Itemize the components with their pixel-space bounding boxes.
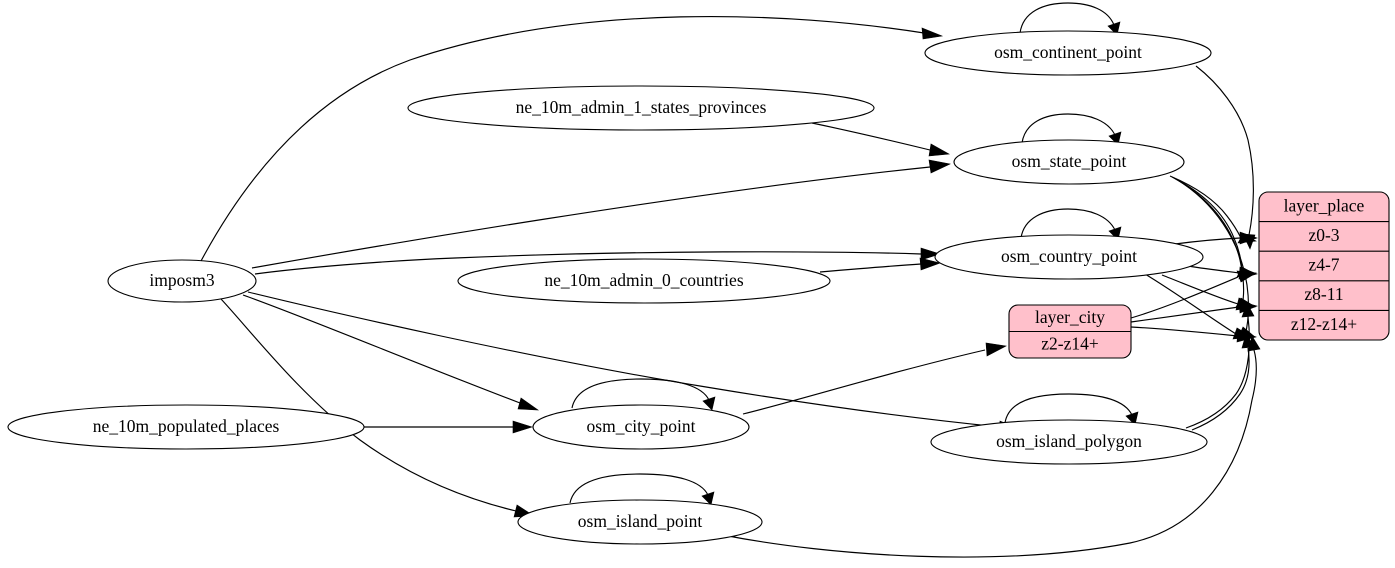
layer_place-row-z12[interactable]: z12-z14+ (1291, 314, 1357, 334)
arrowhead (512, 420, 533, 434)
self-loop-osm_continent_point (1019, 2, 1115, 34)
node-shape (953, 139, 1185, 185)
layer_place-row-z0[interactable]: z0-3 (1308, 225, 1339, 245)
arrowhead (1125, 411, 1139, 426)
node-osm_country_point[interactable]: osm_country_point (934, 234, 1204, 280)
layer_place-row-z4[interactable]: z4-7 (1308, 255, 1339, 275)
edge-osm_country_point-to-layer_place-z4 (1187, 265, 1241, 274)
node-shape (7, 404, 365, 450)
arrowhead (919, 257, 942, 271)
node-label: osm_city_point (587, 416, 696, 436)
arrowhead (517, 397, 540, 411)
node-osm_island_polygon[interactable]: osm_island_polygon (930, 419, 1208, 465)
edge-imposm3-to-osm_island_point (220, 298, 517, 512)
node-label: osm_continent_point (994, 42, 1142, 62)
edge-ne_states_provinces-to-osm_state_point (811, 122, 931, 151)
node-ne_10m_admin_1_states_provinces[interactable]: ne_10m_admin_1_states_provinces (407, 85, 875, 131)
arrowhead (1247, 335, 1261, 352)
node-label: osm_island_polygon (996, 431, 1142, 451)
node-osm_state_point[interactable]: osm_state_point (953, 139, 1185, 185)
node-layer_city[interactable]: layer_city z2-z14+ (1008, 304, 1132, 359)
node-ne_10m_populated_places[interactable]: ne_10m_populated_places (7, 404, 365, 450)
self-loop-osm_island_point (569, 473, 709, 504)
node-osm_island_point[interactable]: osm_island_point (517, 499, 763, 545)
node-ne_10m_admin_0_countries[interactable]: ne_10m_admin_0_countries (457, 258, 831, 304)
node-layer: imposm3 ne_10m_populated_places ne_10m_a… (7, 30, 1212, 545)
self-loop-osm_state_point (1021, 113, 1116, 144)
edge-osm_country_point-to-layer_place-z12 (1144, 273, 1237, 335)
arrowhead (1236, 270, 1257, 283)
arrowhead (920, 247, 941, 261)
node-shape (924, 30, 1212, 76)
arrowhead (701, 491, 715, 506)
node-shape (930, 419, 1208, 465)
node-shape (457, 258, 831, 304)
node-shape (517, 499, 763, 545)
arrowhead (928, 159, 951, 174)
node-layer_place[interactable]: layer_place z0-3 z4-7 z8-11 z12-z14+ (1258, 191, 1390, 341)
self-loop-osm_city_point (571, 378, 710, 409)
layer_city-title: layer_city (1035, 307, 1105, 327)
self-loop-osm_country_point (1020, 208, 1116, 239)
node-shape (107, 259, 257, 303)
node-shape (407, 85, 875, 131)
arrowhead (985, 342, 1007, 357)
edge-osm_country_point-to-layer_place-z0 (1174, 237, 1241, 245)
node-osm_continent_point[interactable]: osm_continent_point (924, 30, 1212, 76)
node-label: ne_10m_admin_0_countries (544, 270, 743, 290)
edge-ne_admin_0_countries-to-osm_country_point (819, 263, 922, 273)
node-label: imposm3 (149, 270, 214, 290)
node-shape (532, 404, 750, 450)
edge-imposm3-to-osm_city_point (242, 294, 521, 404)
edge-osm_city_point-to-layer_city-z2 (742, 349, 986, 415)
layer_city-row-z2[interactable]: z2-z14+ (1041, 334, 1099, 354)
record-node-layer: layer_city z2-z14+ layer_place z0-3 z4-7… (1008, 191, 1390, 359)
layer_place-row-z8[interactable]: z8-11 (1304, 284, 1343, 304)
edge-osm_state_point-to-layer_place-z0 (1169, 175, 1242, 239)
edge-imposm3-to-osm_continent_point (200, 15, 925, 262)
edge-osm_island_polygon-to-layer_place-z8 (1185, 316, 1250, 429)
arrowhead (921, 27, 944, 40)
arrowhead (702, 396, 716, 411)
node-label: ne_10m_populated_places (93, 416, 280, 436)
edge-layer_city-to-layer_place-z8 (1130, 306, 1240, 323)
node-shape (934, 234, 1204, 280)
node-osm_city_point[interactable]: osm_city_point (532, 404, 750, 450)
edge-osm_continent_point-to-layer_place-z0 (1195, 65, 1254, 236)
arrowhead (1241, 302, 1255, 318)
edge-osm_country_point-to-layer_place-z8 (1161, 274, 1239, 305)
layer_place-box (1258, 191, 1390, 341)
edge-layer_city-to-layer_place-z12 (1130, 326, 1239, 337)
layer_place-title: layer_place (1284, 196, 1365, 216)
node-label: ne_10m_admin_1_states_provinces (516, 97, 767, 117)
arrowhead (1239, 231, 1258, 245)
edge-osm_island_polygon-to-layer_place-z12 (1191, 347, 1250, 431)
edge-osm_island_point-to-layer_place-z12 (722, 349, 1257, 558)
edge-imposm3-to-osm_state_point (251, 166, 931, 269)
edge-layer_city-to-layer_place-z4 (1130, 276, 1239, 319)
node-label: osm_state_point (1012, 151, 1127, 171)
node-label: osm_island_point (578, 511, 703, 531)
arrowhead (928, 143, 950, 157)
edge-imposm3-to-osm_country_point (254, 251, 922, 275)
node-label: osm_country_point (1001, 246, 1137, 266)
node-imposm3[interactable]: imposm3 (107, 259, 257, 303)
self-loop-osm_island_polygon (1004, 393, 1133, 424)
